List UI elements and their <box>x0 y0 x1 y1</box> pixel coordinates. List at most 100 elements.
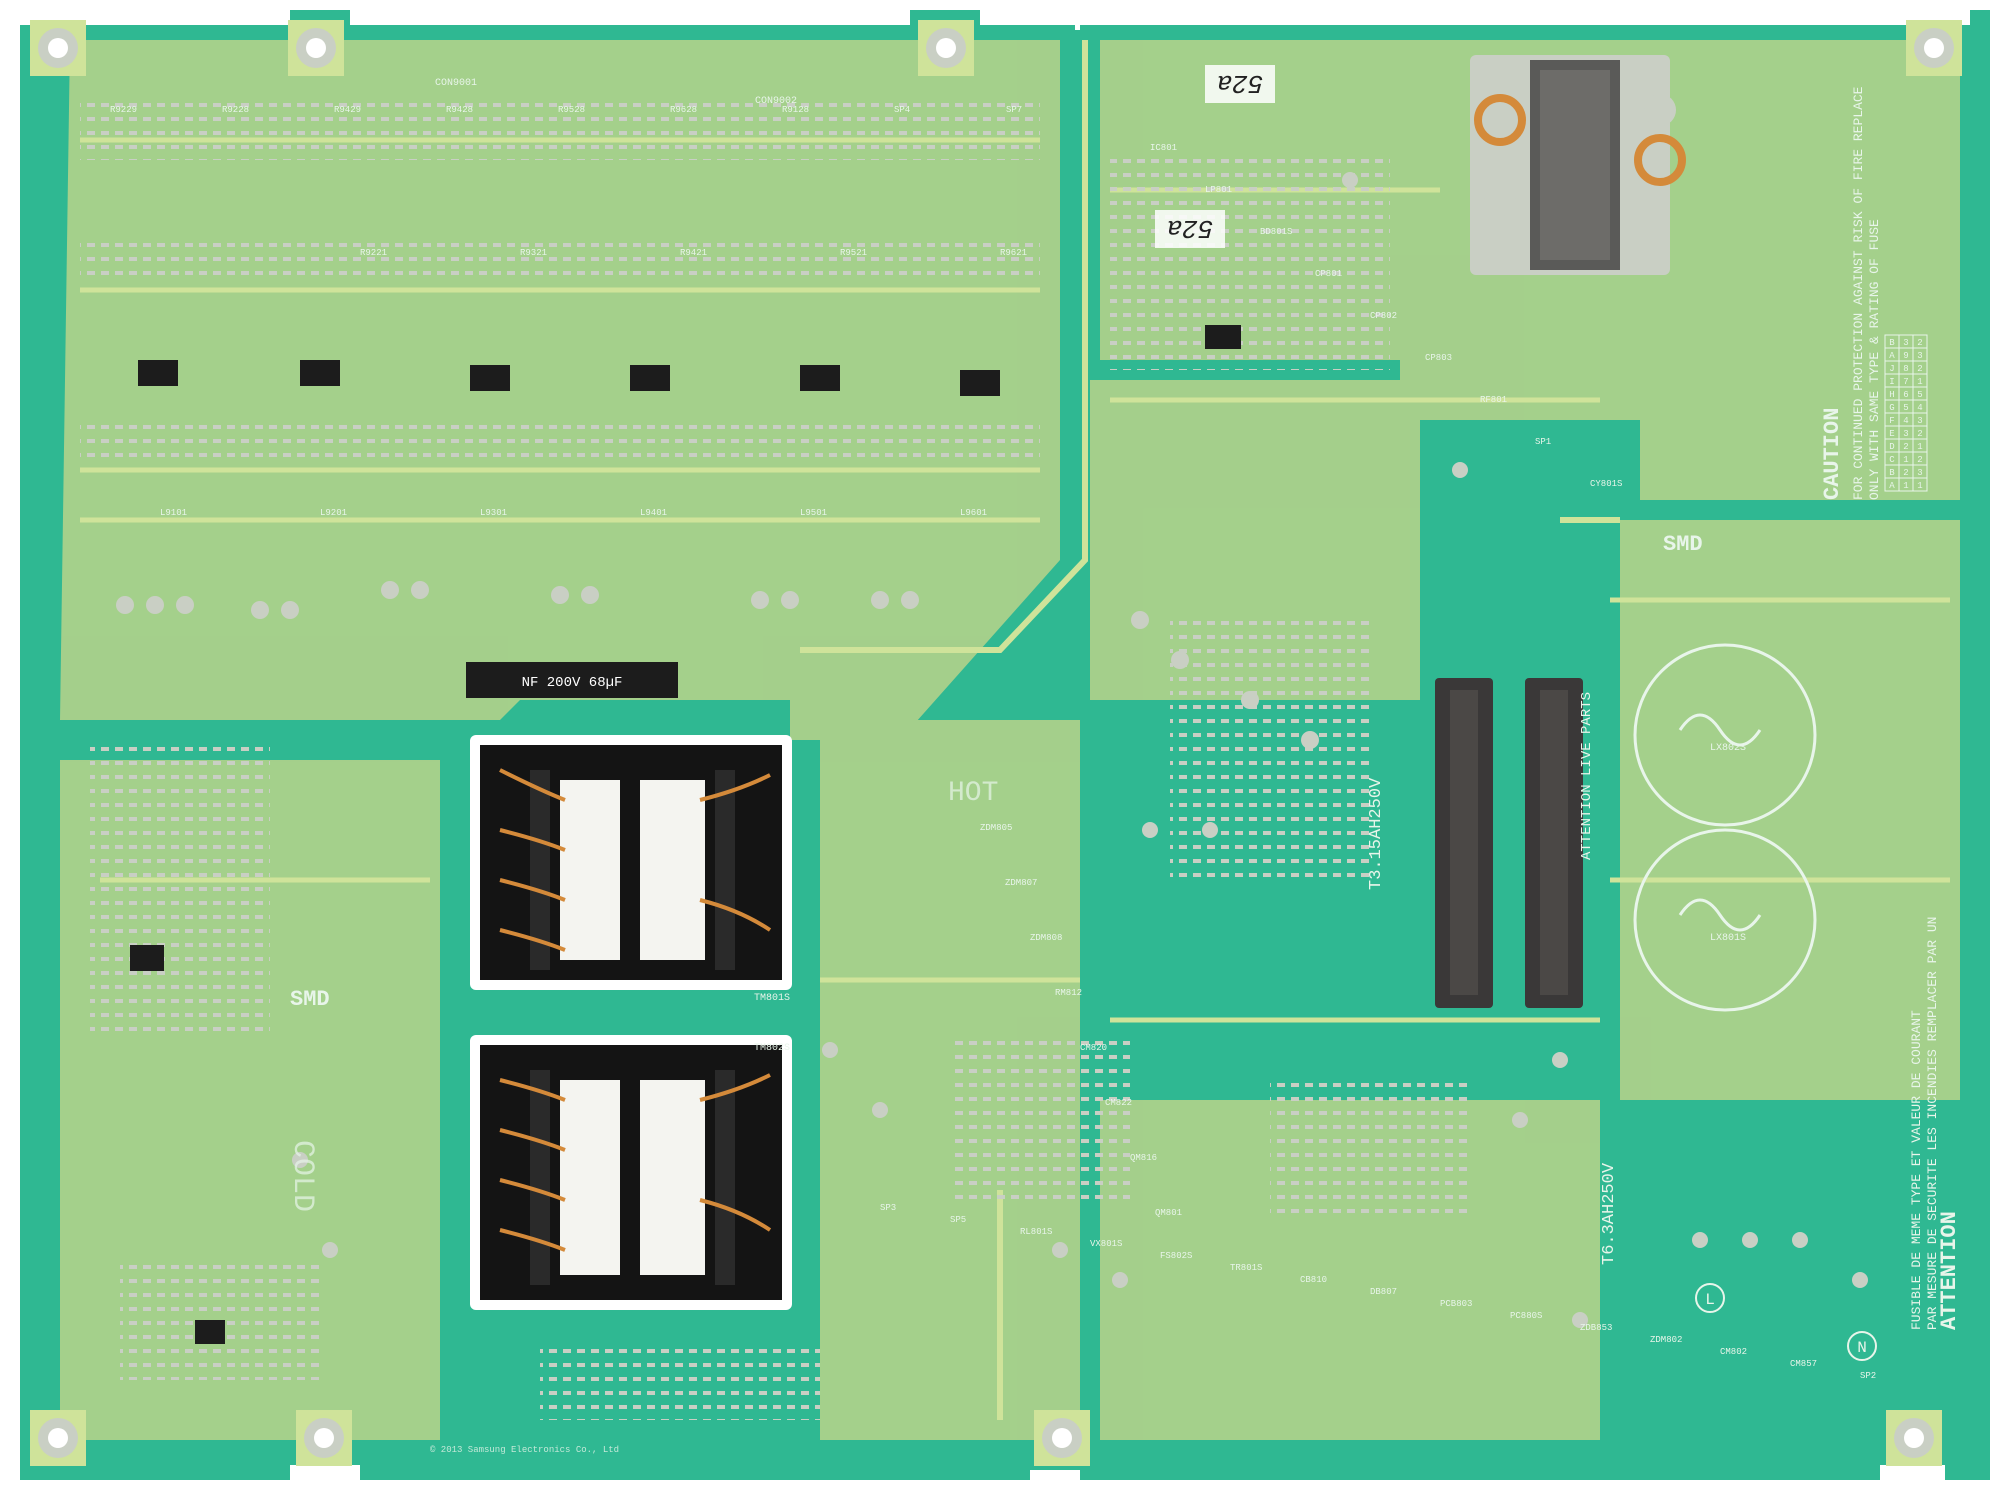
attention-line-2: FUSIBLE DE MEME TYPE ET VALEUR DE COURAN… <box>1909 1010 1924 1330</box>
warning-table-text: 2 <box>1917 364 1922 374</box>
warning-table-text: 8 <box>1903 364 1908 374</box>
smd-pad-fields <box>80 100 1470 1420</box>
mounting-hole <box>30 1410 86 1466</box>
ref-designator: R9221 <box>360 248 387 258</box>
handwritten-mark-b: 52a <box>1167 213 1214 243</box>
ref-designator: ZDB853 <box>1580 1323 1612 1333</box>
ref-designator: SP4 <box>894 105 910 115</box>
mounting-hole <box>1034 1410 1090 1466</box>
caution-line-2: ONLY WITH SAME TYPE & RATING OF FUSE <box>1867 219 1882 500</box>
ref-designator: LP801 <box>1205 185 1232 195</box>
warning-table-text: 5 <box>1917 390 1922 400</box>
warning-table-text: F <box>1889 416 1894 426</box>
ref-designator: VX801S <box>1090 1239 1122 1249</box>
transformer-upper: TM801S <box>470 735 792 1004</box>
ref-designator: R9321 <box>520 248 547 258</box>
ref-designator: SP7 <box>1006 105 1022 115</box>
warning-table-text: E <box>1889 429 1894 439</box>
driver-ic <box>630 365 670 391</box>
copyright-label: © 2013 Samsung Electronics Co., Ltd <box>430 1445 619 1455</box>
warning-table-text: 4 <box>1903 416 1908 426</box>
warning-table-text: 3 <box>1917 416 1922 426</box>
ref-designator: BD801S <box>1260 227 1292 237</box>
warning-table-text: B <box>1889 468 1895 478</box>
bulk-capacitors <box>1435 678 1583 1008</box>
ref-designator: CM820 <box>1080 1043 1107 1053</box>
live-parts-label: ATTENTION LIVE PARTS <box>1579 692 1595 860</box>
ref-designator: RM812 <box>1055 988 1082 998</box>
con-left-label: CON9001 <box>435 78 477 89</box>
ref-designator: ZDM805 <box>980 823 1012 833</box>
line-neutral-marks: L N <box>1695 1283 1877 1361</box>
mounting-hole <box>918 20 974 76</box>
warning-table-text: 3 <box>1903 429 1908 439</box>
warning-table-text: 2 <box>1917 455 1922 465</box>
warning-table-text: 1 <box>1917 377 1922 387</box>
ref-designator: SP5 <box>950 1215 966 1225</box>
smd-left-label: SMD <box>290 987 330 1012</box>
caution-line-1: FOR CONTINUED PROTECTION AGAINST RISK OF… <box>1851 86 1866 500</box>
warning-table-text: J <box>1889 364 1894 374</box>
warning-table-text: G <box>1889 403 1894 413</box>
warning-table-text: B <box>1889 338 1895 348</box>
lx-lower-label: LX801S <box>1710 933 1746 944</box>
warning-table-text: 1 <box>1903 455 1908 465</box>
ref-designator: R9621 <box>1000 248 1027 258</box>
driver-ic <box>960 370 1000 396</box>
warning-table-text: 5 <box>1903 403 1908 413</box>
ref-designator: TR801S <box>1230 1263 1262 1273</box>
con-right-label: CON9002 <box>755 96 797 107</box>
mounting-hole <box>30 20 86 76</box>
mounting-hole <box>1906 20 1962 76</box>
ref-designator: RF801 <box>1480 395 1507 405</box>
ref-designator: CB810 <box>1300 1275 1327 1285</box>
ref-designator: SP2 <box>1860 1371 1876 1381</box>
ref-designator: SP3 <box>880 1203 896 1213</box>
fuse-mid-label: T3.15AH250V <box>1367 777 1386 890</box>
warning-table-text: A <box>1889 481 1895 491</box>
mounting-hole <box>296 1410 352 1466</box>
driver-ic <box>470 365 510 391</box>
warning-table-text: 2 <box>1917 429 1922 439</box>
ref-designator: L9201 <box>320 508 347 518</box>
driver-ic <box>800 365 840 391</box>
isolation-slots <box>800 40 1620 1420</box>
capacitor-outlines <box>1633 643 1817 1012</box>
ref-designator: R9528 <box>558 105 585 115</box>
driver-ic <box>1205 325 1241 349</box>
line-mark: L <box>1705 1291 1715 1309</box>
handwritten-mark-a: 52a <box>1217 68 1264 98</box>
warning-table-text: H <box>1889 390 1894 400</box>
warning-table-text: 7 <box>1903 377 1908 387</box>
ref-designator: R9128 <box>782 105 809 115</box>
hot-label: HOT <box>948 778 998 809</box>
ref-designator: DB807 <box>1370 1287 1397 1297</box>
handwritten-marks: 52a 52a <box>1155 65 1275 248</box>
ref-designator: PCB803 <box>1440 1299 1472 1309</box>
ref-designator: L9601 <box>960 508 987 518</box>
ref-designator: R9429 <box>334 105 361 115</box>
mounting-hole <box>288 20 344 76</box>
warning-table-text: D <box>1889 442 1894 452</box>
driver-ic <box>130 945 164 971</box>
ref-designator: R9628 <box>670 105 697 115</box>
ref-designator: CM857 <box>1790 1359 1817 1369</box>
ref-designator: L9101 <box>160 508 187 518</box>
driver-ic <box>138 360 178 386</box>
ref-designator: R9228 <box>222 105 249 115</box>
warning-table-text: 6 <box>1903 390 1908 400</box>
common-mode-choke <box>1470 55 1686 275</box>
ref-designator: CM822 <box>1105 1098 1132 1108</box>
warning-table-text: 3 <box>1917 468 1922 478</box>
ref-designator: CM802 <box>1720 1347 1747 1357</box>
transformer-lower-label: TM802S <box>754 1043 790 1054</box>
attention-title: ATTENTION <box>1937 1211 1962 1330</box>
ref-designator: R9229 <box>110 105 137 115</box>
warning-table-text: A <box>1889 351 1895 361</box>
warning-table-text: 2 <box>1903 442 1908 452</box>
warning-table-text: 1 <box>1903 481 1908 491</box>
ref-designator: ZDM802 <box>1650 1335 1682 1345</box>
